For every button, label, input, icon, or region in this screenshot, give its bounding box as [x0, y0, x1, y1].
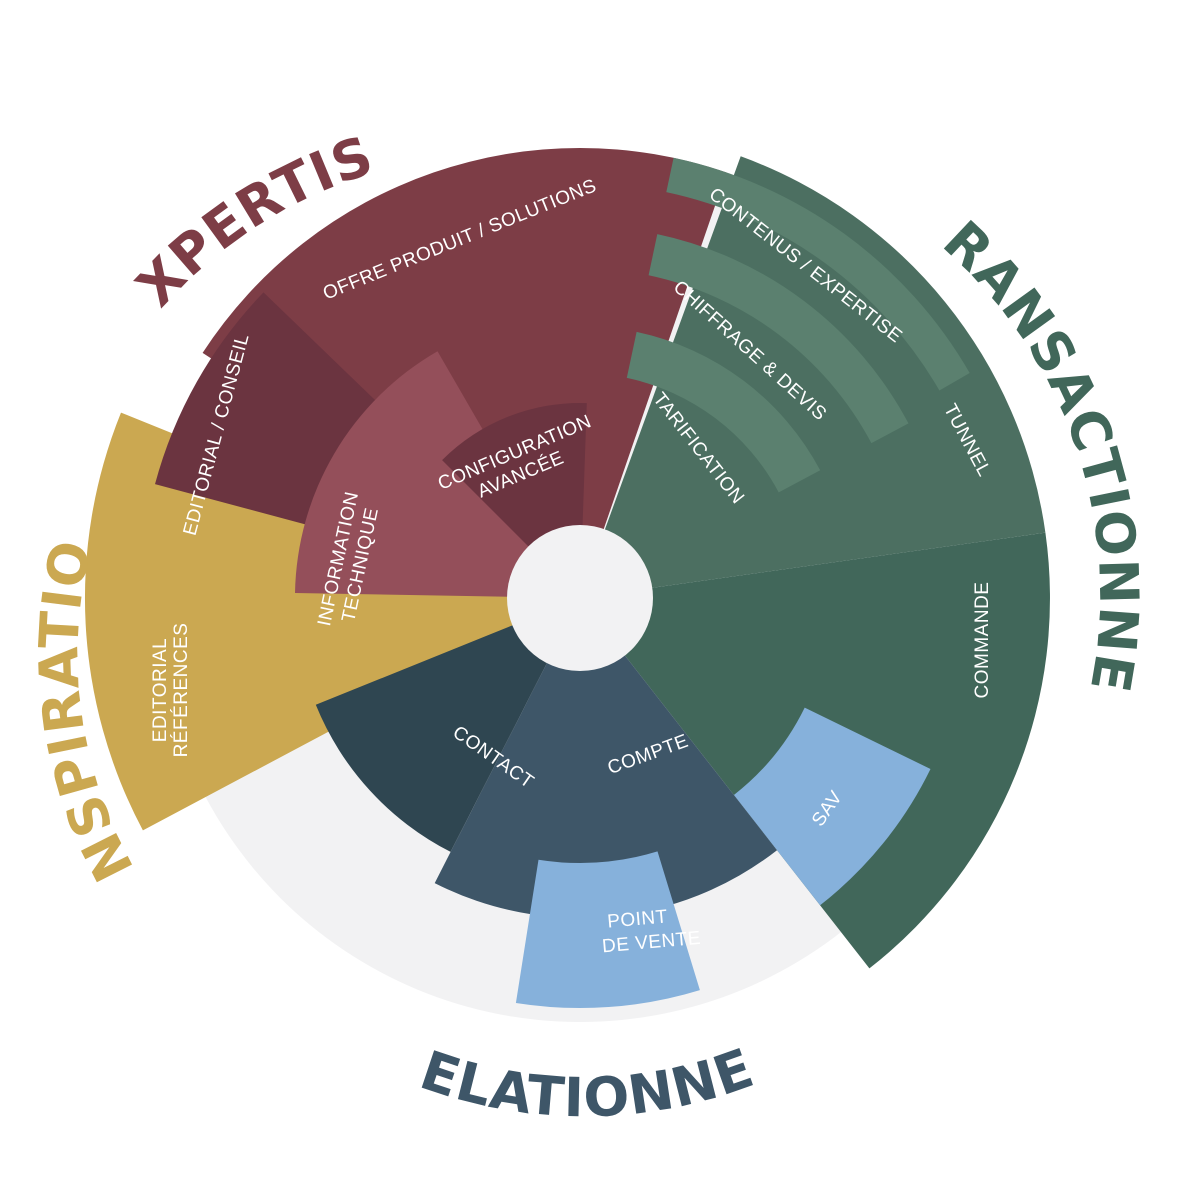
segment-information-technique — [295, 351, 550, 597]
segment-point-de-vente — [515, 851, 700, 1009]
label-editorial-references-2: RÉFÉRENCES — [171, 623, 192, 758]
segment-editorial-references — [84, 412, 528, 831]
segment-sav — [733, 707, 931, 906]
center-hole — [507, 525, 653, 671]
label-commande: COMMANDE — [972, 582, 993, 699]
label-editorial-references-1: EDITORIAL — [150, 638, 171, 742]
segment-offre-produit — [202, 147, 727, 566]
segment-tarification — [626, 331, 821, 493]
segment-chiffrage-devis — [648, 234, 909, 444]
segment-compte — [434, 645, 777, 919]
segment-contenus-expertise — [666, 157, 970, 391]
segment-configuration-avancee — [442, 402, 587, 556]
segment-contact — [315, 620, 553, 852]
